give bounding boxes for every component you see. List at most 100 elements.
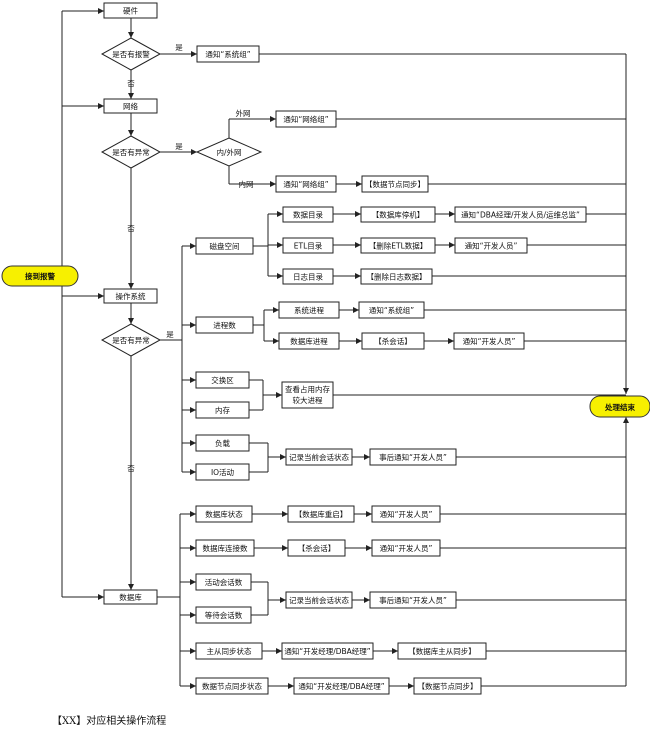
network-notify-external-label: 通知“网络组” (283, 114, 328, 124)
hardware-notify-box: 通知“系统组” (196, 45, 260, 63)
network-external-label: 外网 (236, 108, 251, 118)
after-notify-db-label: 事后通知“开发人员” (379, 595, 447, 605)
node-sync-box: 数据节点同步状态 (195, 677, 269, 695)
network-yes-label: 是 (175, 142, 183, 151)
etl-dir-box: ETL目录 (282, 237, 334, 254)
ms-sync-box: 主从同步状态 (195, 642, 263, 660)
memory-box: 内存 (195, 401, 250, 419)
kill-session-db-box: 【杀会话】 (287, 539, 346, 557)
notify-dev-dba-2-box: 通知“开发经理/DBA经理” (293, 677, 390, 695)
record-os-label: 记录当前会话状态 (289, 452, 349, 462)
mem-check-box: 查看占用内存 较大进程 (281, 381, 334, 409)
swap-label: 交换区 (211, 375, 234, 385)
hardware-decision-label: 是否有报警 (112, 49, 150, 59)
db-conn-box: 数据库连接数 (195, 539, 255, 557)
record-os-box: 记录当前会话状态 (285, 448, 353, 466)
db-proc-box: 数据库进程 (278, 332, 340, 350)
after-notify-os-box: 事后通知“开发人员” (369, 448, 457, 466)
del-log-box: 【删除日志数据】 (360, 268, 433, 285)
network-sync-box: 【数据节点同步】 (361, 175, 429, 193)
notify-dev-dba-1-label: 通知“开发经理/DBA经理” (284, 646, 370, 656)
network-sync-label: 【数据节点同步】 (365, 179, 425, 189)
data-dir-box: 数据目录 (282, 206, 334, 223)
db-label: 数据库 (119, 592, 142, 602)
node-fix-box: 【数据节点同步】 (413, 677, 482, 695)
db-notify-state-box: 通知“开发人员” (371, 505, 441, 523)
os-no-label: 否 (127, 464, 135, 473)
db-notify-conn-label: 通知“开发人员” (380, 543, 433, 553)
stop-db-box: 【数据库停机】 (360, 206, 436, 223)
network-scope-label: 内/外网 (216, 147, 241, 157)
db-box: 数据库 (103, 589, 158, 605)
notify-sys-label: 通知“系统组” (369, 305, 414, 315)
hardware-yes-label: 是 (175, 43, 183, 52)
kill-session-db-label: 【杀会话】 (298, 543, 336, 553)
mem-check-line-2: 较大进程 (293, 395, 323, 405)
waiting-sessions-box: 等待会话数 (195, 606, 252, 624)
del-etl-box: 【删除ETL数据】 (360, 237, 436, 254)
db-state-label: 数据库状态 (205, 509, 243, 519)
network-notify-internal-label: 通知“网络组” (283, 179, 328, 189)
disk-box: 磁盘空间 (195, 237, 254, 255)
hardware-box: 硬件 (103, 2, 158, 19)
notify-dev-proc-label: 通知“开发人员” (463, 336, 516, 346)
data-dir-label: 数据目录 (293, 210, 323, 220)
start-terminal: 接到报警 (1, 265, 79, 287)
db-restart-label: 【数据库重启】 (295, 509, 348, 519)
ms-fix-box: 【数据库主从同步】 (397, 642, 487, 660)
hardware-no-label: 否 (127, 79, 135, 88)
log-dir-box: 日志目录 (282, 268, 334, 285)
db-notify-state-label: 通知“开发人员” (380, 509, 433, 519)
mem-check-line-1: 查看占用内存 (285, 384, 330, 394)
record-db-label: 记录当前会话状态 (289, 595, 349, 605)
process-box: 进程数 (195, 316, 254, 334)
waiting-sessions-label: 等待会话数 (205, 610, 243, 620)
after-notify-db-box: 事后通知“开发人员” (369, 591, 457, 609)
active-sessions-box: 活动会话数 (195, 573, 252, 591)
network-decision-label: 是否有异常 (112, 147, 150, 157)
disk-label: 磁盘空间 (210, 241, 240, 251)
notify-sys-box: 通知“系统组” (358, 301, 425, 319)
del-etl-label: 【删除ETL数据】 (369, 241, 428, 251)
load-box: 负载 (195, 434, 250, 452)
notify-dev-proc-box: 通知“开发人员” (453, 332, 525, 350)
process-label: 进程数 (213, 320, 236, 330)
notify-dev-dba-1-box: 通知“开发经理/DBA经理” (281, 642, 374, 660)
kill-session-os-box: 【杀会话】 (361, 332, 425, 350)
ms-sync-label: 主从同步状态 (207, 646, 252, 656)
ms-fix-label: 【数据库主从同步】 (408, 646, 476, 656)
network-scope-decision: 内/外网 (195, 137, 263, 167)
connectors (61, 8, 629, 689)
hardware-decision: 是否有报警 (100, 37, 162, 71)
memory-label: 内存 (215, 405, 230, 415)
db-proc-label: 数据库进程 (290, 336, 328, 346)
end-terminal: 处理结束 (589, 395, 650, 418)
notify-dev-disk-box: 通知“开发人员” (454, 237, 528, 254)
network-internal-label: 内网 (239, 179, 254, 189)
node-sync-label: 数据节点同步状态 (202, 681, 262, 691)
network-notify-internal-box: 通知“网络组” (275, 175, 337, 193)
os-decision-label: 是否有异常 (112, 335, 150, 345)
network-box: 网络 (103, 98, 158, 114)
hardware-notify-label: 通知“系统组” (205, 49, 250, 59)
network-notify-external-box: 通知“网络组” (275, 110, 337, 128)
kill-session-os-label: 【杀会话】 (374, 336, 412, 346)
db-restart-box: 【数据库重启】 (287, 505, 355, 523)
os-label: 操作系统 (116, 291, 146, 301)
sys-proc-box: 系统进程 (278, 301, 340, 319)
hardware-label: 硬件 (123, 6, 138, 16)
os-decision: 是否有异常 (100, 323, 162, 357)
start-label: 接到报警 (25, 271, 55, 281)
diagram-caption: 【XX】对应相关操作流程 (52, 716, 167, 727)
swap-box: 交换区 (195, 371, 250, 389)
notify-dev-dba-2-label: 通知“开发经理/DBA经理” (298, 681, 384, 691)
del-log-label: 【删除日志数据】 (367, 272, 427, 282)
node-fix-label: 【数据节点同步】 (418, 681, 478, 691)
record-db-box: 记录当前会话状态 (285, 591, 353, 609)
db-conn-label: 数据库连接数 (203, 543, 248, 553)
notify-all-box: 通知“DBA经理/开发人员/运维总监” (454, 206, 587, 223)
network-label: 网络 (123, 101, 138, 111)
after-notify-os-label: 事后通知“开发人员” (379, 452, 447, 462)
notify-dev-disk-label: 通知“开发人员” (465, 241, 518, 251)
